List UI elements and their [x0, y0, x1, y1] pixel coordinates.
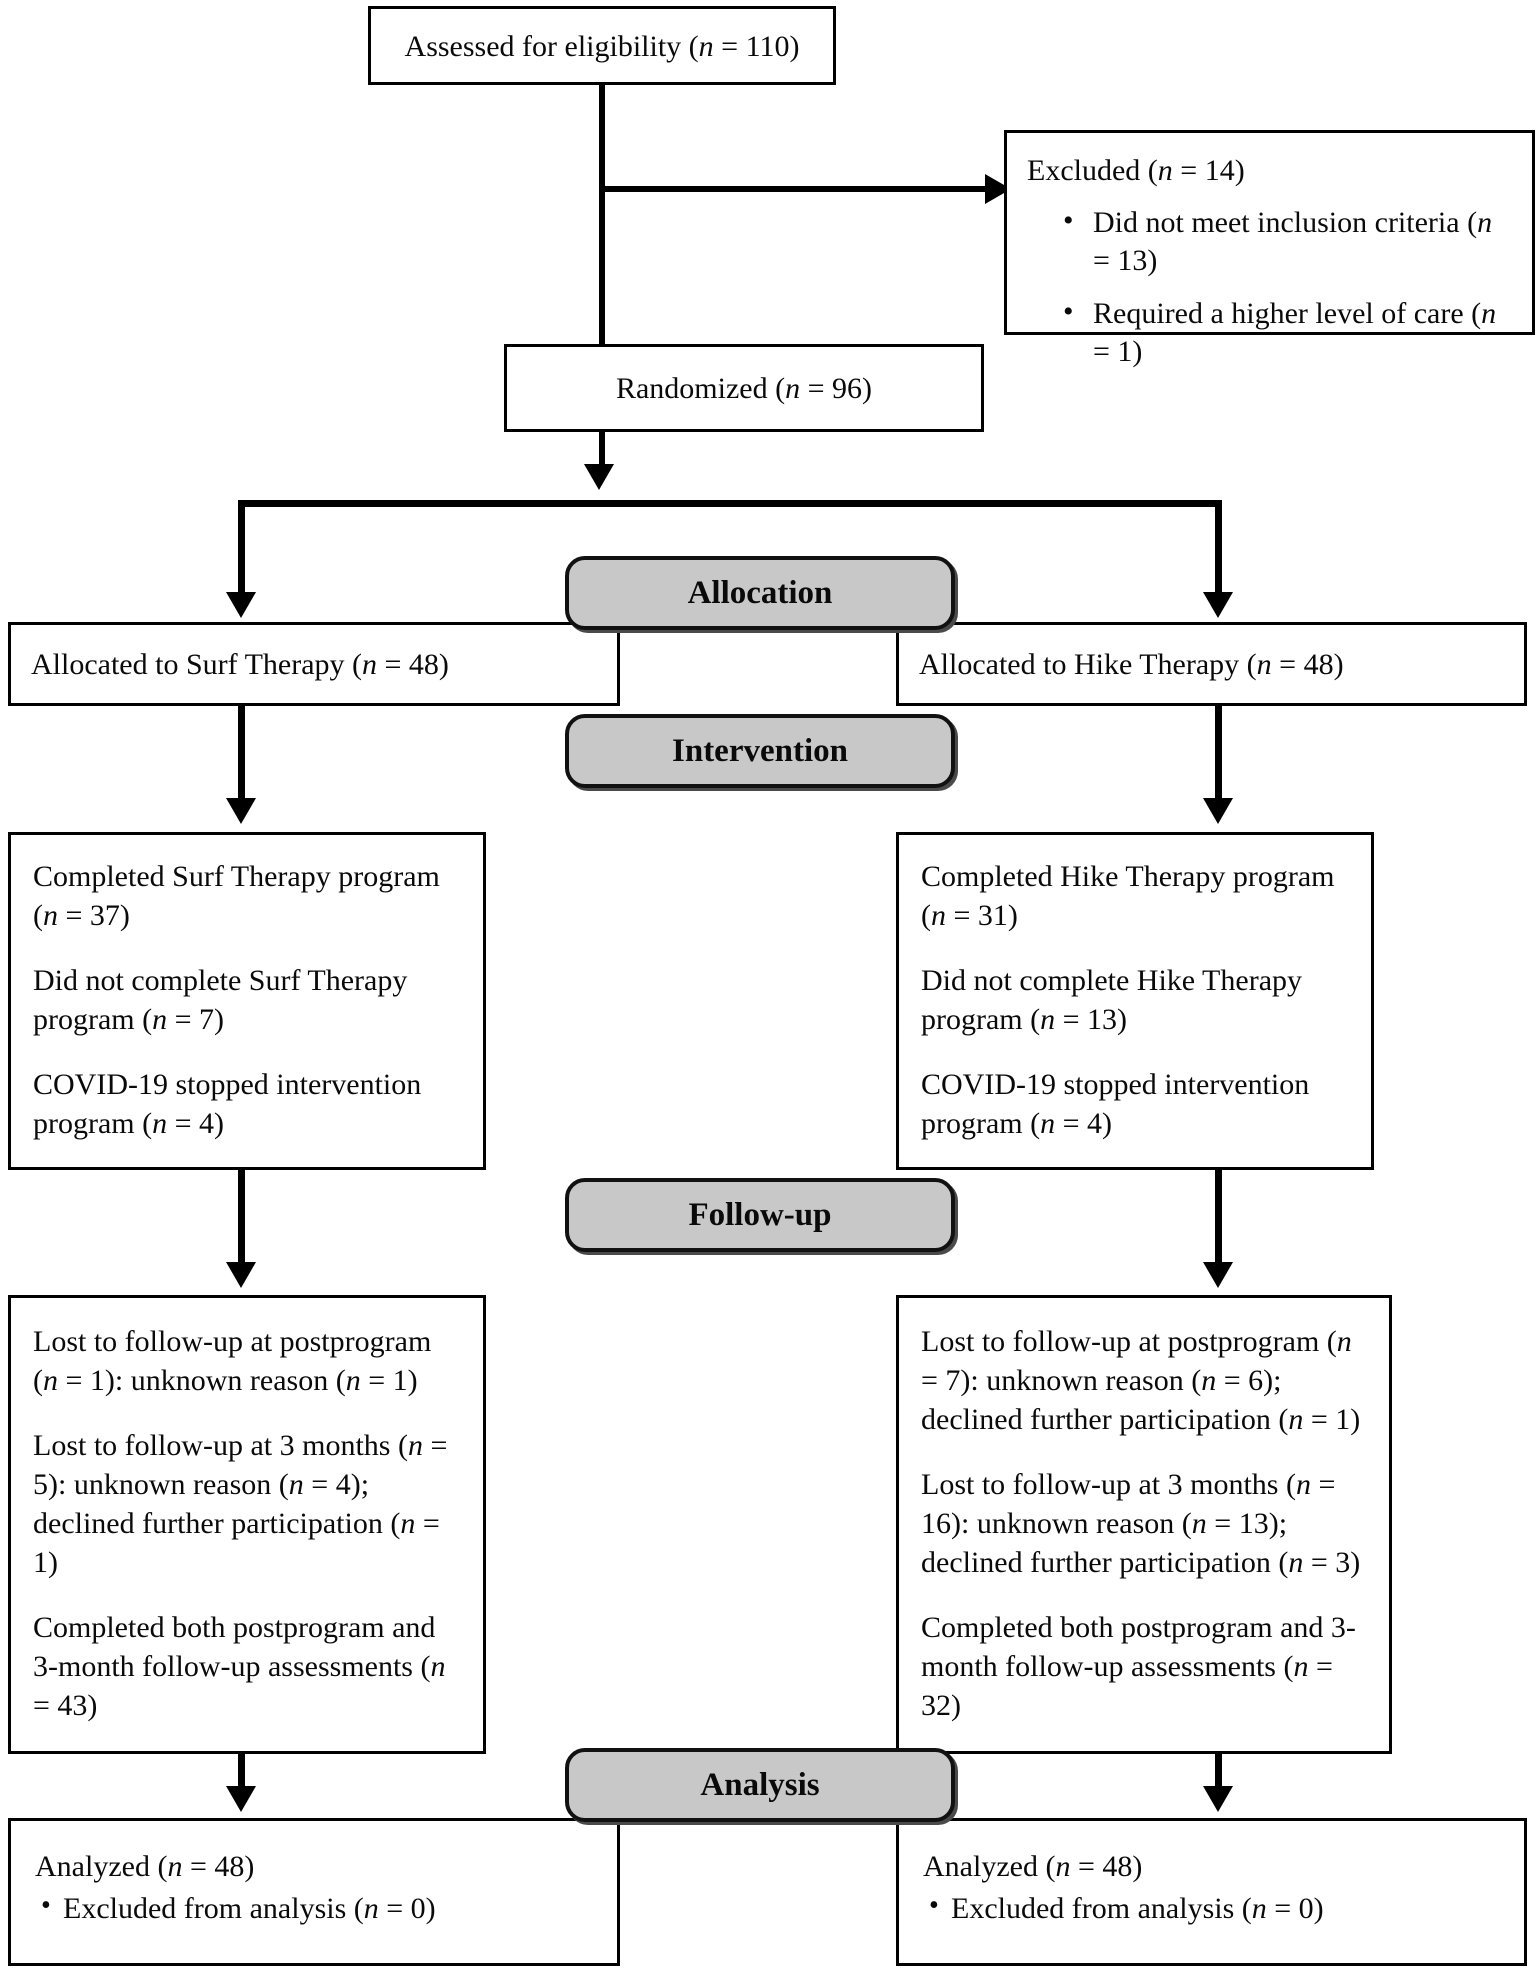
- excluded-reason-list: Did not meet inclusion criteria (n = 13)…: [1027, 202, 1512, 372]
- assessed-for-eligibility-box: Assessed for eligibility (n = 110): [368, 6, 836, 85]
- connector-right-alloc-to-intervention: [1215, 706, 1222, 804]
- randomized-text: Randomized (n = 96): [615, 372, 873, 405]
- intervention-left-item: Completed Surf Therapy program (n = 37): [33, 860, 440, 932]
- connector-assessed-down: [599, 85, 605, 192]
- followup-left-item: Lost to follow-up at 3 months (n = 5): u…: [33, 1429, 448, 1579]
- allocated-left-box: Allocated to Surf Therapy (n = 48): [8, 622, 620, 706]
- assessed-for-eligibility-text: Assessed for eligibility (n = 110): [404, 30, 800, 63]
- analysis-left-bullets: Excluded from analysis (n = 0): [35, 1888, 597, 1928]
- split-branch-left: [238, 500, 245, 598]
- arrow-allocate-left: [226, 592, 256, 618]
- stage-label-intervention: Intervention: [565, 714, 955, 788]
- arrow-left-to-followup: [226, 1262, 256, 1288]
- stage-label-allocation-text: Allocation: [687, 574, 833, 611]
- followup-right-item: Lost to follow-up at postprogram (n = 7)…: [921, 1325, 1361, 1436]
- stage-label-followup-text: Follow-up: [688, 1196, 832, 1233]
- stage-label-analysis-text: Analysis: [700, 1766, 820, 1803]
- analysis-left-box: Analyzed (n = 48) Excluded from analysis…: [8, 1818, 620, 1966]
- stage-label-intervention-text: Intervention: [672, 732, 848, 769]
- connector-to-excluded: [599, 186, 989, 192]
- split-branch-right: [1215, 500, 1222, 598]
- analysis-left-heading: Analyzed (n = 48): [35, 1850, 255, 1883]
- intervention-left-item: COVID-19 stopped intervention program (n…: [33, 1068, 422, 1140]
- followup-right-item: Completed both postprogram and 3-month f…: [921, 1611, 1356, 1722]
- analysis-right-heading: Analyzed (n = 48): [923, 1850, 1143, 1883]
- followup-left-item: Completed both postprogram and 3-month f…: [33, 1611, 446, 1722]
- connector-right-intervention-to-followup: [1215, 1162, 1222, 1267]
- connector-randomized-down: [599, 432, 605, 472]
- excluded-heading: Excluded (n = 14): [1027, 154, 1245, 187]
- arrow-left-to-intervention: [226, 798, 256, 824]
- intervention-left-item: Did not complete Surf Therapy program (n…: [33, 964, 408, 1036]
- list-item: Excluded from analysis (n = 0): [929, 1888, 1504, 1928]
- list-item: Did not meet inclusion criteria (n = 13): [1063, 202, 1512, 281]
- followup-right-box: Lost to follow-up at postprogram (n = 7)…: [896, 1295, 1392, 1754]
- intervention-right-item: Completed Hike Therapy program (n = 31): [921, 860, 1335, 932]
- intervention-left-box: Completed Surf Therapy program (n = 37) …: [8, 832, 486, 1170]
- connector-assessed-to-randomized: [599, 186, 605, 346]
- excluded-box: Excluded (n = 14) Did not meet inclusion…: [1004, 130, 1535, 368]
- arrow-allocate-right: [1203, 592, 1233, 618]
- intervention-right-item: Did not complete Hike Therapy program (n…: [921, 964, 1303, 1036]
- stage-label-analysis: Analysis: [565, 1748, 955, 1822]
- connector-left-alloc-to-intervention: [238, 706, 245, 804]
- allocated-right-box: Allocated to Hike Therapy (n = 48): [896, 622, 1527, 706]
- arrow-right-to-analysis: [1203, 1786, 1233, 1812]
- followup-right-item: Lost to follow-up at 3 months (n = 16): …: [921, 1468, 1361, 1579]
- stage-label-followup: Follow-up: [565, 1178, 955, 1252]
- connector-left-intervention-to-followup: [238, 1162, 245, 1267]
- randomized-box: Randomized (n = 96): [504, 344, 984, 432]
- arrow-left-to-analysis: [226, 1786, 256, 1812]
- list-item: Required a higher level of care (n = 1): [1063, 293, 1512, 372]
- intervention-right-item: COVID-19 stopped intervention program (n…: [921, 1068, 1310, 1140]
- arrow-right-to-intervention: [1203, 798, 1233, 824]
- followup-left-item: Lost to follow-up at postprogram (n = 1)…: [33, 1325, 432, 1397]
- arrow-randomized-down: [584, 464, 614, 490]
- followup-left-box: Lost to follow-up at postprogram (n = 1)…: [8, 1295, 486, 1754]
- split-bar-horizontal: [238, 500, 1222, 507]
- analysis-right-box: Analyzed (n = 48) Excluded from analysis…: [896, 1818, 1527, 1966]
- allocated-right-text: Allocated to Hike Therapy (n = 48): [919, 648, 1344, 681]
- analysis-right-bullets: Excluded from analysis (n = 0): [923, 1888, 1504, 1928]
- arrow-right-to-followup: [1203, 1262, 1233, 1288]
- allocated-left-text: Allocated to Surf Therapy (n = 48): [31, 648, 449, 681]
- stage-label-allocation: Allocation: [565, 556, 955, 630]
- intervention-right-box: Completed Hike Therapy program (n = 31) …: [896, 832, 1374, 1170]
- list-item: Excluded from analysis (n = 0): [41, 1888, 597, 1928]
